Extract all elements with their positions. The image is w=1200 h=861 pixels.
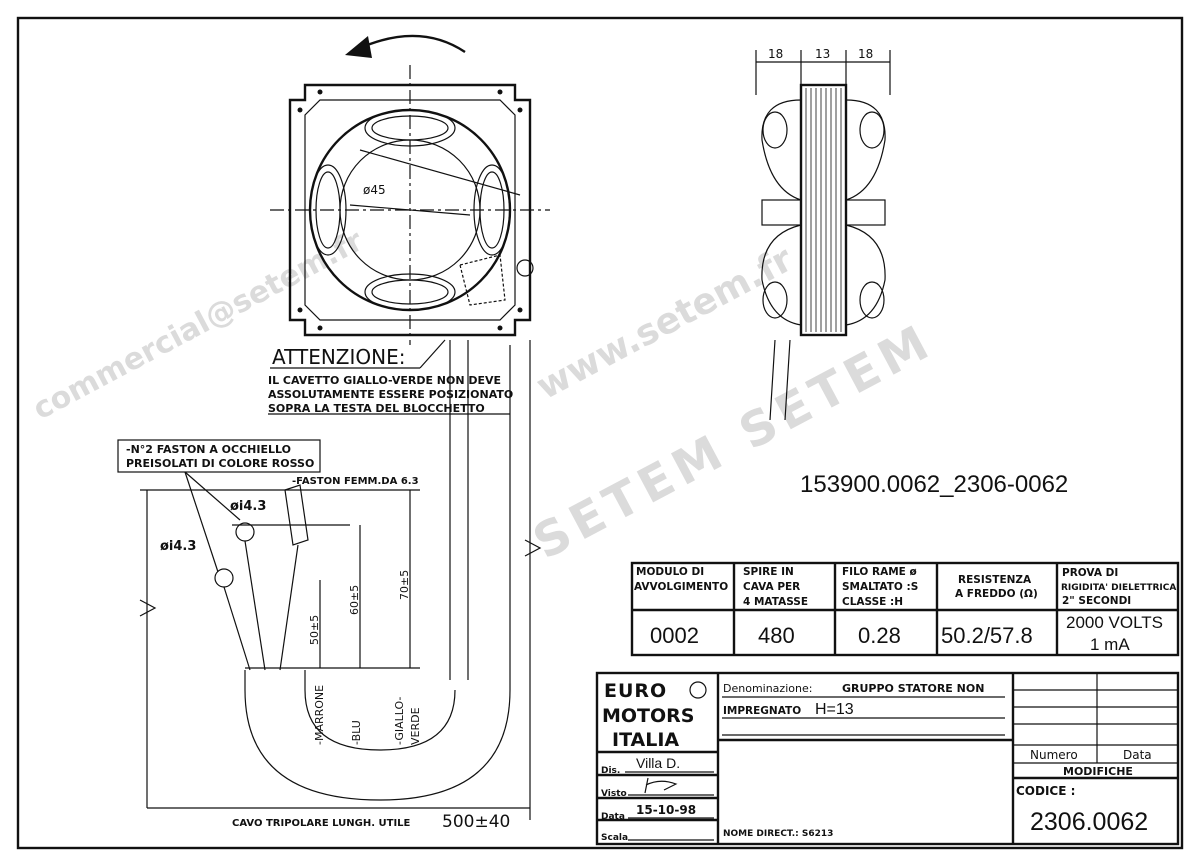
length-label: 70±5 — [398, 570, 411, 600]
length-label: 50±5 — [308, 615, 321, 645]
prova-volts-value: 2000 VOLTS — [1066, 613, 1163, 632]
header-text: 4 MATASSE — [743, 596, 808, 608]
signature — [644, 777, 678, 794]
header-text: PROVA DI — [1062, 567, 1118, 579]
nome-direct: NOME DIRECT.: S6213 — [723, 829, 833, 839]
header-text: A FREDDO (Ω) — [955, 588, 1038, 600]
header-text: SPIRE IN — [743, 566, 794, 578]
warning-title: ATTENZIONE: — [272, 345, 406, 369]
title-block — [595, 671, 1180, 846]
header-text: RIGIDITA' DIELETTRICA — [1061, 583, 1176, 593]
warning-note: ATTENZIONE: IL CAVETTO GIALLO-VERDE NON … — [268, 339, 513, 415]
length-label: 60±5 — [348, 585, 361, 615]
resistenza-value: 50.2/57.8 — [941, 623, 1033, 648]
faston-note-line: -N°2 FASTON A OCCHIELLO — [126, 443, 291, 456]
drawing-frame — [16, 16, 1184, 850]
spec-table — [630, 561, 1180, 657]
stator-side-view: 18 13 18 — [755, 47, 891, 421]
faston-note-box — [117, 439, 321, 473]
cable-routing — [117, 340, 542, 820]
warning-line: SOPRA LA TESTA DEL BLOCCHETTO — [268, 402, 485, 415]
logo-text: MOTORS — [602, 705, 695, 727]
data-header: Data — [1123, 748, 1152, 762]
header-text: CLASSE :H — [842, 596, 903, 608]
logo-text: ITALIA — [612, 729, 679, 751]
header-text: FILO RAME ø — [842, 566, 917, 578]
header-text: CAVA PER — [743, 581, 800, 593]
header-text: AVVOLGIMENTO — [634, 581, 728, 593]
header-text: SMALTATO :S — [842, 581, 918, 593]
impregnato-label: IMPREGNATO — [723, 705, 801, 717]
header-text: MODULO DI — [636, 566, 704, 578]
stator-front-view: ø45 — [270, 65, 550, 345]
dimension-label: 18 — [858, 47, 873, 61]
cable-label: CAVO TRIPOLARE LUNGH. UTILE — [232, 818, 411, 829]
filo-value: 0.28 — [858, 623, 901, 648]
prova-ma-value: 1 mA — [1090, 635, 1130, 654]
spire-value: 480 — [758, 623, 795, 648]
part-code-label: 153900.0062_2306-0062 — [800, 471, 1068, 498]
ring-diameter-label: øi4.3 — [230, 499, 266, 514]
cable-length: 500±40 — [442, 812, 510, 832]
arrow-head-icon — [345, 36, 372, 58]
numero-header: Numero — [1030, 748, 1078, 762]
codice-label: CODICE : — [1016, 784, 1075, 798]
wire-label: -BLU — [350, 720, 363, 745]
warning-line: IL CAVETTO GIALLO-VERDE NON DEVE — [268, 374, 501, 387]
scala-label: Scala — [601, 833, 628, 843]
faston-note-line: PREISOLATI DI COLORE ROSSO — [126, 457, 314, 470]
height-value: H=13 — [815, 701, 854, 718]
fan-icon — [689, 681, 707, 699]
data-value: 15-10-98 — [636, 803, 696, 817]
modulo-value: 0002 — [650, 623, 699, 648]
header-text: 2" SECONDI — [1062, 595, 1131, 607]
wire-label: -GIALLO- — [393, 697, 406, 745]
dis-label: Dis. — [601, 766, 620, 776]
warning-line: ASSOLUTAMENTE ESSERE POSIZIONATO — [268, 388, 513, 401]
denominazione-label: Denominazione: — [723, 682, 812, 695]
modifiche-label: MODIFICHE — [1063, 765, 1133, 778]
company-logo: EURO MOTORS ITALIA — [602, 680, 707, 751]
ring-diameter-label: øi4.3 — [160, 539, 196, 554]
diameter-label: ø45 — [363, 183, 386, 197]
header-text: RESISTENZA — [958, 574, 1032, 586]
data-label: Data — [601, 812, 625, 822]
rotation-arrow-icon — [359, 34, 466, 53]
dimension-label: 18 — [768, 47, 783, 61]
logo-text: EURO — [604, 680, 667, 702]
faston-femm-label: -FASTON FEMM.DA 6.3 — [292, 476, 419, 487]
codice-value: 2306.0062 — [1030, 808, 1148, 836]
watermark-url: www.setem.fr — [530, 239, 800, 408]
denominazione-value: GRUPPO STATORE NON — [842, 682, 984, 695]
visto-label: Visto — [601, 789, 627, 799]
dimension-label: 13 — [815, 47, 830, 61]
dis-value: Villa D. — [636, 755, 680, 771]
wire-label: -MARRONE — [313, 685, 326, 745]
wire-label: VERDE — [409, 707, 422, 745]
